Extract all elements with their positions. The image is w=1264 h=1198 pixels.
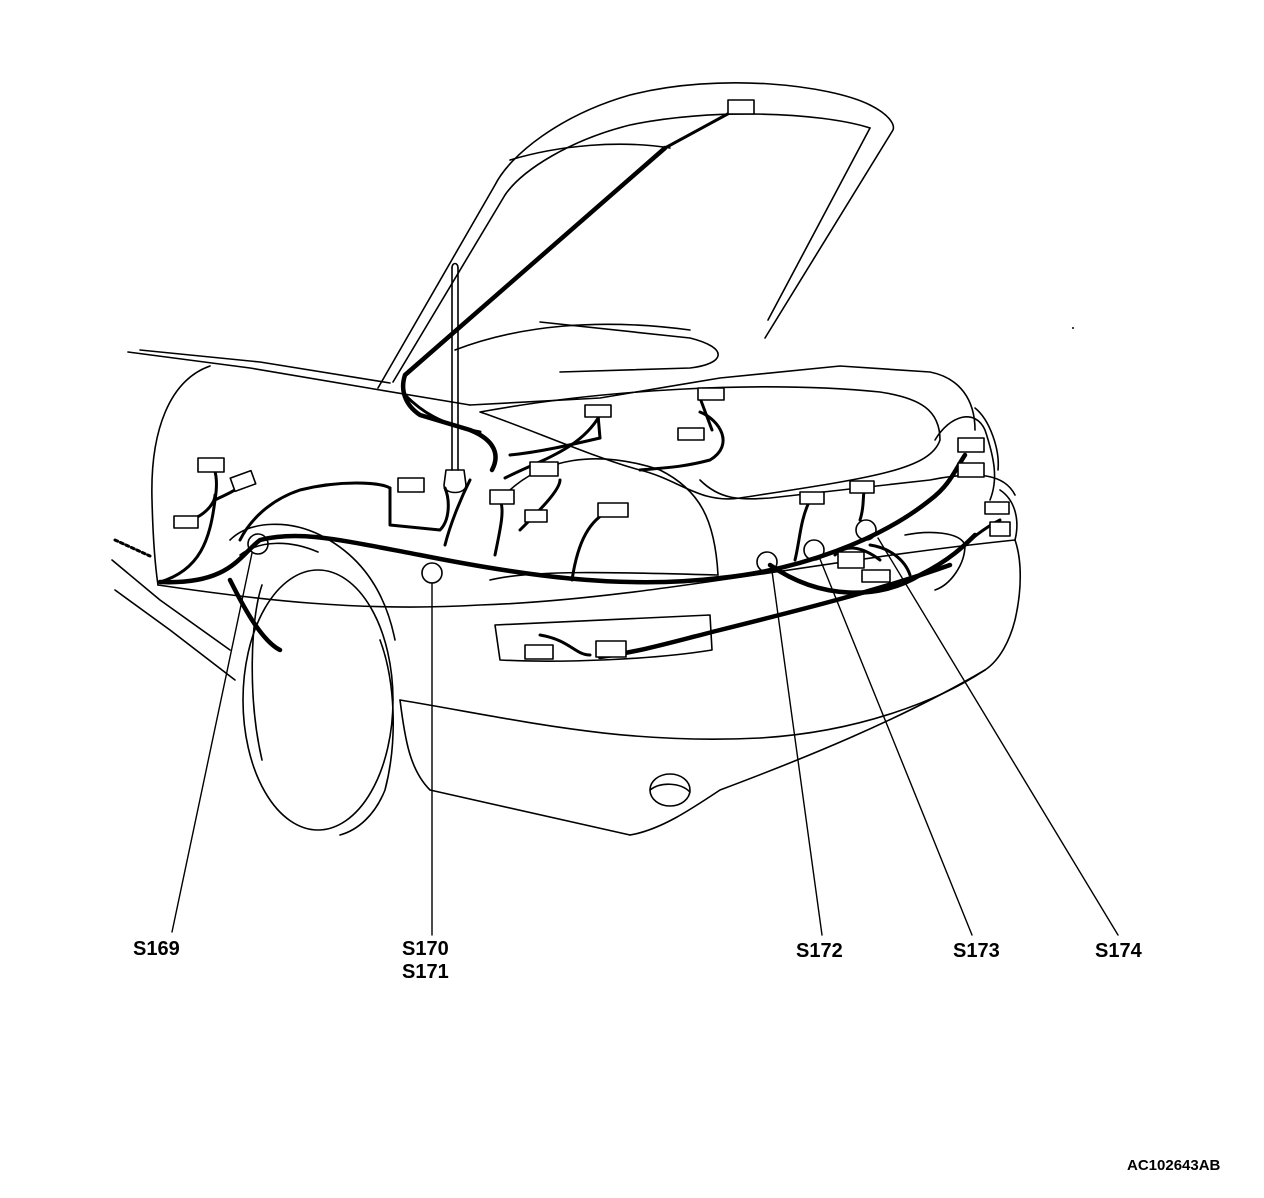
connector — [957, 462, 985, 478]
callout-label-s169: S169 — [133, 938, 180, 960]
splice-s172-marker — [756, 551, 778, 573]
connector — [524, 644, 554, 660]
splice-s174-marker — [855, 519, 877, 541]
wiring-harness — [157, 145, 978, 660]
trunk-lid-raised — [377, 81, 895, 389]
figure-id: AC102643AB — [1127, 1157, 1221, 1174]
connector — [677, 427, 705, 441]
connector — [989, 521, 1011, 537]
connectors — [173, 99, 1011, 660]
connector — [529, 461, 559, 477]
connector — [197, 457, 225, 473]
connector — [524, 509, 548, 523]
connector — [837, 551, 865, 569]
splice-markers — [247, 519, 877, 584]
connector — [584, 404, 612, 418]
connector — [597, 502, 629, 518]
connector — [229, 469, 257, 493]
callout-label-s173: S173 — [953, 940, 1000, 962]
leader-s169 — [171, 552, 253, 933]
leader-s173 — [819, 558, 973, 936]
callout-label-s172: S172 — [796, 940, 843, 962]
leader-lines — [171, 537, 1119, 936]
connector — [727, 99, 755, 115]
callout-label-s174: S174 — [1095, 940, 1142, 962]
splice-s173-marker — [803, 539, 825, 561]
leader-s172 — [771, 570, 823, 936]
callout-label-s170: S170 — [402, 938, 449, 960]
antenna — [443, 262, 467, 494]
connector — [799, 491, 825, 505]
leader-s174 — [877, 537, 1119, 936]
left-trim-dashes — [113, 538, 152, 558]
connector — [397, 477, 425, 493]
connector — [489, 489, 515, 505]
connector — [957, 437, 985, 453]
connector — [984, 501, 1010, 515]
callout-label-s171: S171 — [402, 961, 449, 983]
connector — [849, 480, 875, 494]
connector — [697, 387, 725, 401]
stray-dot — [1072, 327, 1074, 329]
splice-s169-marker — [247, 533, 269, 555]
splice-s170-s171-marker — [421, 562, 443, 584]
connector — [173, 515, 199, 529]
connector — [595, 640, 627, 658]
connector — [861, 569, 891, 583]
